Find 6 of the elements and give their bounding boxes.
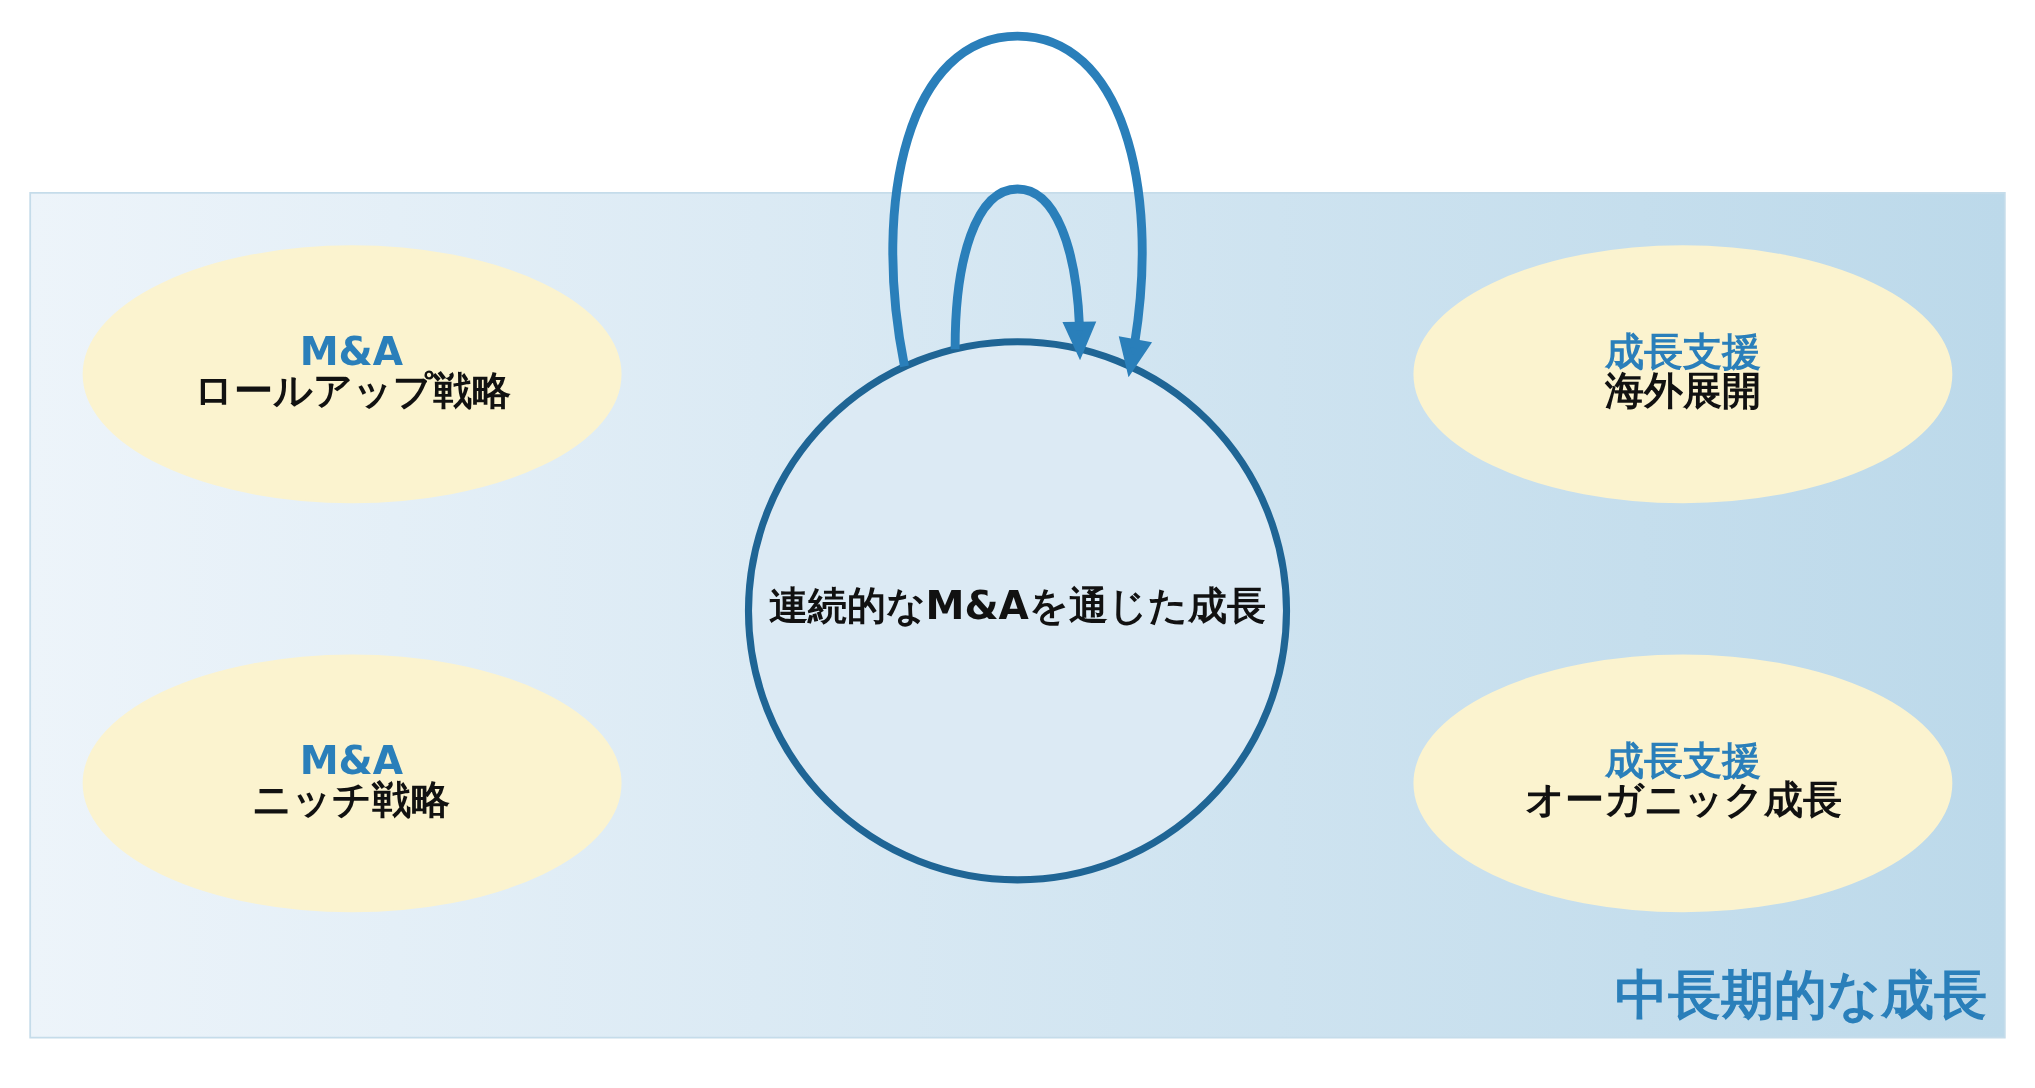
arrow [888,31,1153,378]
node-ellipse: M&A ニッチ戦略 [82,654,622,913]
node-ellipse: M&A ロールアップ戦略 [82,245,622,504]
arrow [950,184,1097,361]
node-ellipse: 成長支援 オーガニック成長 [1413,654,1953,913]
node-ellipse: 成長支援 海外展開 [1413,245,1953,504]
